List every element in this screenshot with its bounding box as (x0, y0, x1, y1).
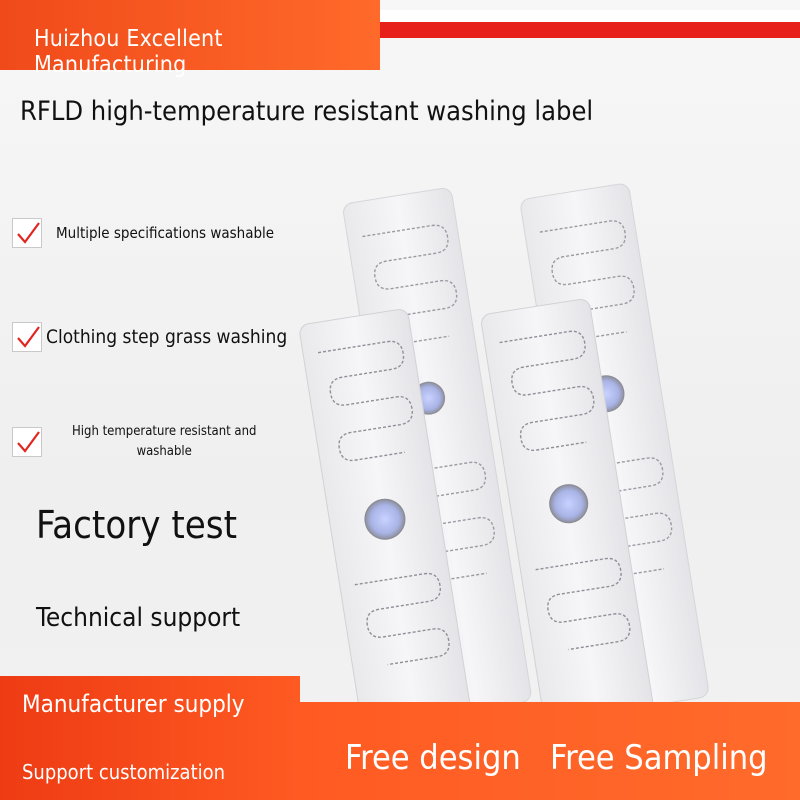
checkmark-icon (12, 218, 42, 248)
feature-label: Clothing step grass washing (46, 326, 288, 348)
headline-factory-test: Factory test (36, 503, 238, 547)
footer-support-customization: Support customization (22, 760, 226, 784)
feature-item: Clothing step grass washing (12, 322, 287, 352)
feature-label: High temperature resistant and washable (72, 422, 256, 462)
label-strip-front-left (299, 309, 476, 759)
feature-item: High temperature resistant and washable (12, 422, 256, 462)
footer-left-band (0, 676, 300, 800)
top-white-stripe (380, 10, 800, 22)
footer-free-sampling: Free Sampling (550, 738, 768, 778)
footer-right-band (300, 702, 800, 800)
footer-manufacturer-supply: Manufacturer supply (22, 690, 245, 718)
feature-label-line2: washable (136, 444, 192, 459)
feature-label-line1: High temperature resistant and (72, 424, 257, 439)
feature-item: Multiple specifications washable (12, 218, 274, 248)
feature-label: Multiple specifications washable (56, 224, 275, 242)
company-name: Huizhou Excellent Manufacturing (34, 26, 223, 78)
checkmark-icon (12, 322, 42, 352)
page-title: RFLD high-temperature resistant washing … (20, 96, 594, 127)
label-strip-front-right (481, 298, 654, 730)
company-banner: Huizhou Excellent Manufacturing (0, 0, 380, 78)
checkmark-icon (12, 427, 42, 457)
footer-free-design: Free design (345, 738, 521, 778)
headline-technical-support: Technical support (36, 603, 241, 633)
